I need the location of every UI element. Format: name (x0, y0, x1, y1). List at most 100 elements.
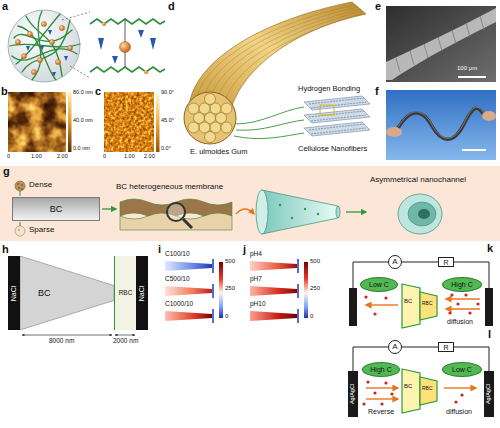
gum-fiber (216, 11, 363, 105)
sem-image (458, 76, 486, 78)
hydrogel-network-sphere (48, 30, 52, 35)
nanochannel-cone (279, 204, 319, 219)
resistor-symbol: R (438, 342, 454, 352)
gum-fiber (205, 94, 216, 105)
crosslink-detail (98, 38, 104, 50)
hydrogel-network-sphere (18, 26, 56, 80)
nanochannel-cone (256, 190, 442, 234)
nanochannel-cone (291, 217, 293, 219)
gum-fiber (195, 5, 364, 105)
scale-bar-label: 100 μm (457, 65, 477, 71)
membrane-box: BC (12, 197, 100, 221)
diffusion-cell (364, 295, 367, 298)
diffusion-cell (349, 288, 357, 326)
sem-image (386, 6, 496, 82)
membrane-zoom (183, 219, 192, 228)
node-label: Low C (369, 281, 389, 288)
gum-fiber (188, 122, 199, 133)
hydrogel-network-sphere (52, 72, 56, 77)
process-label: diffusion (447, 318, 473, 325)
cellulose-sheets (309, 98, 366, 134)
process-label: diffusion (446, 408, 472, 415)
density-icons (21, 184, 23, 186)
diffusion-cell (446, 308, 480, 309)
reverse-diffusion-cell (373, 391, 376, 394)
reverse-diffusion-cell (454, 400, 457, 403)
crosslink-detail (144, 70, 148, 74)
reverse-diffusion-cell (348, 371, 358, 417)
diffusion-cell (448, 311, 451, 314)
panel-letter: a (2, 1, 8, 12)
concentration-maps (165, 261, 212, 271)
gum-fiber (221, 122, 232, 133)
hydrogel-network-sphere (10, 11, 80, 80)
diffusion-cell (446, 298, 480, 299)
part-label: Hydrogen Bonding (298, 85, 360, 93)
nanochannel-cone (279, 204, 281, 206)
reverse-diffusion-cell (366, 388, 476, 399)
hydrogel-network-sphere (41, 21, 46, 26)
resistor-symbol: R (438, 257, 454, 267)
cellulose-sheets (304, 109, 370, 123)
cellulose-sheets (309, 98, 366, 108)
hydrogel-network-sphere (8, 10, 80, 82)
crosslink-detail (62, 12, 90, 78)
gum-fiber (224, 13, 364, 105)
colorbar-tick: 40.0 nm (73, 118, 93, 124)
gum-fiber (216, 113, 227, 124)
ph-maps (304, 262, 308, 318)
crosslink-detail (150, 38, 156, 50)
density-icons (18, 187, 20, 189)
density-icons (15, 226, 25, 236)
panel-letter: j (243, 244, 246, 255)
node-label: High C (370, 366, 391, 373)
reverse-diffusion-cell (460, 393, 463, 396)
diffusion-cell (364, 293, 479, 315)
colorbar-tick: 45.0° (161, 118, 174, 124)
gum-fiber (234, 133, 304, 139)
hydrogel-network-sphere (55, 59, 60, 64)
axis-tick: 2.00 (144, 154, 155, 160)
diffusion-cell (450, 293, 453, 296)
node-label: R (443, 344, 448, 351)
node-label: BC (38, 289, 51, 298)
dimension-lines (22, 335, 112, 336)
bc-channel-outline (20, 256, 114, 330)
fiber-photo (386, 90, 496, 160)
panel-ground (0, 166, 500, 241)
gum-fiber (189, 2, 366, 106)
hydrogel-network-sphere (27, 31, 32, 36)
reverse-diffusion-cell (484, 371, 494, 417)
concentration-maps (212, 259, 214, 323)
cellulose-sheets (304, 96, 370, 110)
ammeter-symbol: A (388, 255, 402, 269)
ph-maps (250, 286, 297, 296)
part-label: BC heterogeneous membrane (116, 183, 223, 191)
hydrogel-network-sphere (26, 46, 30, 51)
density-icons (21, 188, 23, 190)
crosslink-detail (138, 30, 144, 38)
concentration-ellipse: High C (442, 277, 482, 292)
reverse-diffusion-cell (366, 380, 369, 383)
panel-letter: h (2, 244, 9, 255)
diffusion-cell (373, 312, 376, 315)
reverse-diffusion-cell (390, 392, 393, 395)
panel-letter: l (488, 329, 491, 340)
membrane-zoom (167, 203, 185, 221)
gum-fiber (205, 113, 216, 124)
node-label: R (443, 259, 448, 266)
gum-fiber (199, 103, 210, 114)
reverse-diffusion-cell (362, 402, 365, 405)
condition-label: C1000/10 (165, 301, 193, 308)
crosslink-detail (90, 67, 165, 72)
axis-tick: 0 (7, 154, 10, 160)
density-icons (17, 183, 23, 190)
fiber-photo (386, 90, 496, 160)
hydrogel-network-sphere (15, 39, 20, 44)
fiber-photo (386, 127, 402, 137)
gum-fiber (209, 9, 361, 104)
hydrogel-network-sphere (21, 53, 26, 58)
reverse-diffusion-cell (384, 381, 387, 384)
